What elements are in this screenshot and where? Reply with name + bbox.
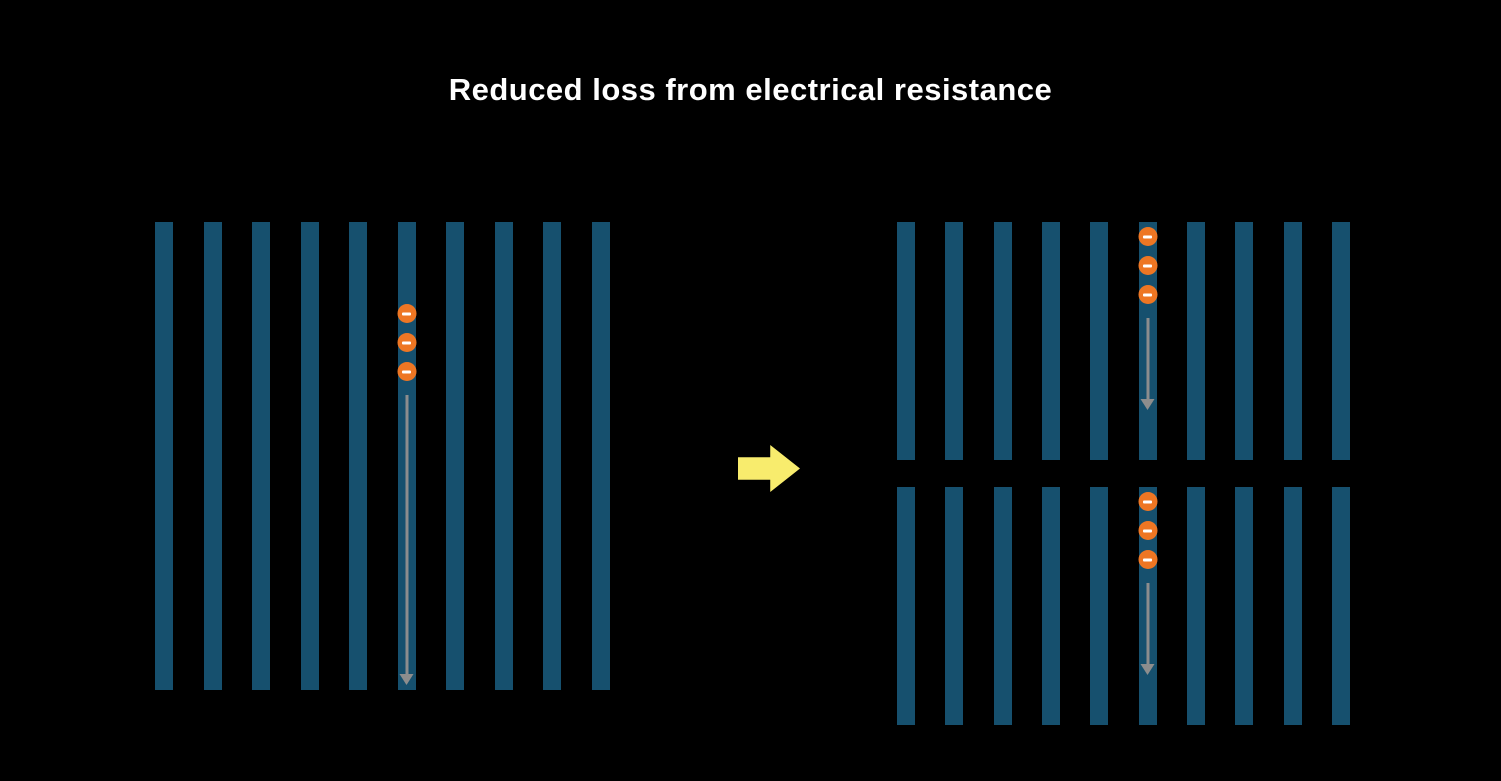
cell-bar xyxy=(1186,222,1205,460)
cell-bar xyxy=(397,222,417,690)
cell-bar xyxy=(155,222,173,690)
cell-bar xyxy=(1331,487,1350,725)
cell-bar xyxy=(1138,487,1158,725)
cell-bar xyxy=(1041,222,1060,460)
cell-bar xyxy=(945,222,964,460)
current-down-arrow-icon xyxy=(405,395,409,675)
cell-bar xyxy=(1041,487,1060,725)
panel-split-cell-array-bottom xyxy=(897,487,1350,725)
cell-bar xyxy=(543,222,562,690)
electron-minus-icon xyxy=(397,333,417,352)
electron-minus-icon xyxy=(1138,256,1158,275)
electron-flow xyxy=(1138,227,1158,400)
current-down-arrow-icon xyxy=(1146,318,1150,400)
cell-bar xyxy=(1138,222,1158,460)
electron-flow xyxy=(1138,492,1158,665)
cell-bar xyxy=(591,222,610,690)
cell-bar xyxy=(1090,487,1109,725)
cell-bar xyxy=(1090,222,1109,460)
cell-bar xyxy=(300,222,319,690)
cell-bar xyxy=(252,222,271,690)
electron-minus-icon xyxy=(397,362,417,381)
cell-bar xyxy=(1283,487,1302,725)
cell-bar xyxy=(203,222,222,690)
electron-minus-icon xyxy=(1138,550,1158,569)
electron-minus-icon xyxy=(1138,227,1158,246)
electron-minus-icon xyxy=(1138,492,1158,511)
cell-bar xyxy=(446,222,465,690)
cell-bar xyxy=(349,222,368,690)
electron-minus-icon xyxy=(1138,285,1158,304)
cell-bar xyxy=(1283,222,1302,460)
cell-bar xyxy=(1186,487,1205,725)
electron-minus-icon xyxy=(397,304,417,323)
cell-bar xyxy=(897,487,915,725)
cell-bar xyxy=(494,222,513,690)
cell-bar xyxy=(1235,487,1254,725)
current-down-arrow-icon xyxy=(1146,583,1150,665)
electron-minus-icon xyxy=(1138,521,1158,540)
diagram-title: Reduced loss from electrical resistance xyxy=(448,72,1053,107)
right-arrow-icon xyxy=(738,445,800,492)
cell-bar xyxy=(945,487,964,725)
electron-flow xyxy=(397,304,417,675)
cell-bar xyxy=(1235,222,1254,460)
panel-single-cell-array xyxy=(155,222,610,690)
cell-bar xyxy=(1331,222,1350,460)
cell-bar xyxy=(993,487,1012,725)
panel-split-cell-array-top xyxy=(897,222,1350,460)
cell-bar xyxy=(897,222,915,460)
cell-bar xyxy=(993,222,1012,460)
